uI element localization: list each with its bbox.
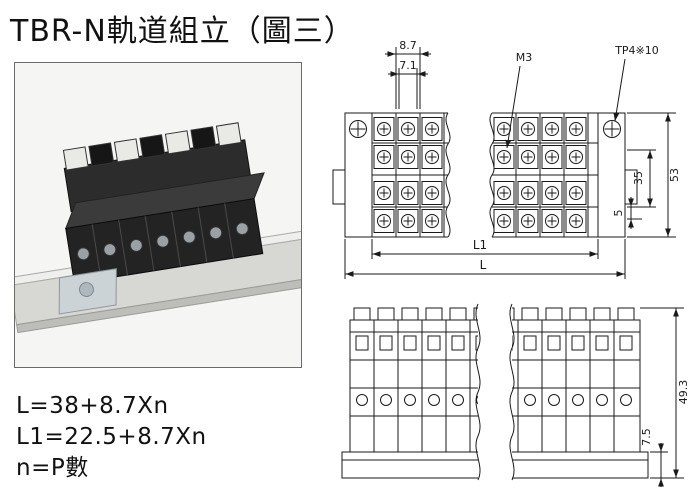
terminal-block — [62, 122, 265, 284]
plan-view: 8.7 7.1 M3 TP4※10 53 — [332, 39, 681, 279]
screw-size-label: M3 — [516, 51, 533, 64]
front-view: 49.3 7.5 — [341, 300, 690, 487]
formula-block: L=38+8.7Xn L1=22.5+8.7Xn n=P數 — [16, 391, 207, 483]
dim-offset-label: 5 — [612, 210, 625, 217]
dim-inner-height-label: 35 — [632, 171, 645, 185]
dim-pitch-inner-label: 7.1 — [399, 59, 417, 72]
product-photo — [14, 62, 302, 368]
formula-length: L=38+8.7Xn — [16, 393, 169, 419]
dim-length: L — [344, 239, 626, 279]
rail-end-left — [332, 169, 346, 205]
dim-pitch-inner: 7.1 — [388, 59, 428, 109]
callout-end-screw: TP4※10 — [613, 44, 659, 122]
dim-base-height-label: 7.5 — [640, 428, 653, 446]
dim-overall-height-label: 49.3 — [677, 380, 690, 405]
formula-poles: n=P數 — [16, 454, 89, 481]
dim-height: 53 — [627, 112, 681, 238]
break-line — [475, 303, 481, 481]
dim-l-label: L — [480, 258, 487, 272]
callout-screw-size: M3 — [505, 51, 533, 149]
dim-length-inner: L1 — [371, 238, 599, 259]
formula-length-inner: L1=22.5+8.7Xn — [16, 423, 207, 450]
break-gap — [478, 300, 512, 482]
dim-height-label: 53 — [668, 168, 681, 182]
dim-offset: 5 — [612, 197, 642, 229]
product-photo-illustration — [15, 63, 301, 367]
dim-pitch: 8.7 — [385, 39, 431, 109]
end-screw-label: TP4※10 — [614, 44, 659, 57]
break-line — [509, 303, 515, 481]
endplate-screw-left-icon — [349, 120, 367, 138]
dim-l1-label: L1 — [473, 238, 487, 252]
endplate-screw-right-icon — [603, 120, 621, 138]
page-title: TBR-N軌道組立（圖三） — [10, 14, 355, 49]
dim-pitch-label: 8.7 — [399, 39, 417, 52]
dim-base-height: 7.5 — [640, 428, 668, 487]
mounting-bracket — [58, 268, 117, 315]
dim-inner-height: 35 — [627, 149, 656, 208]
